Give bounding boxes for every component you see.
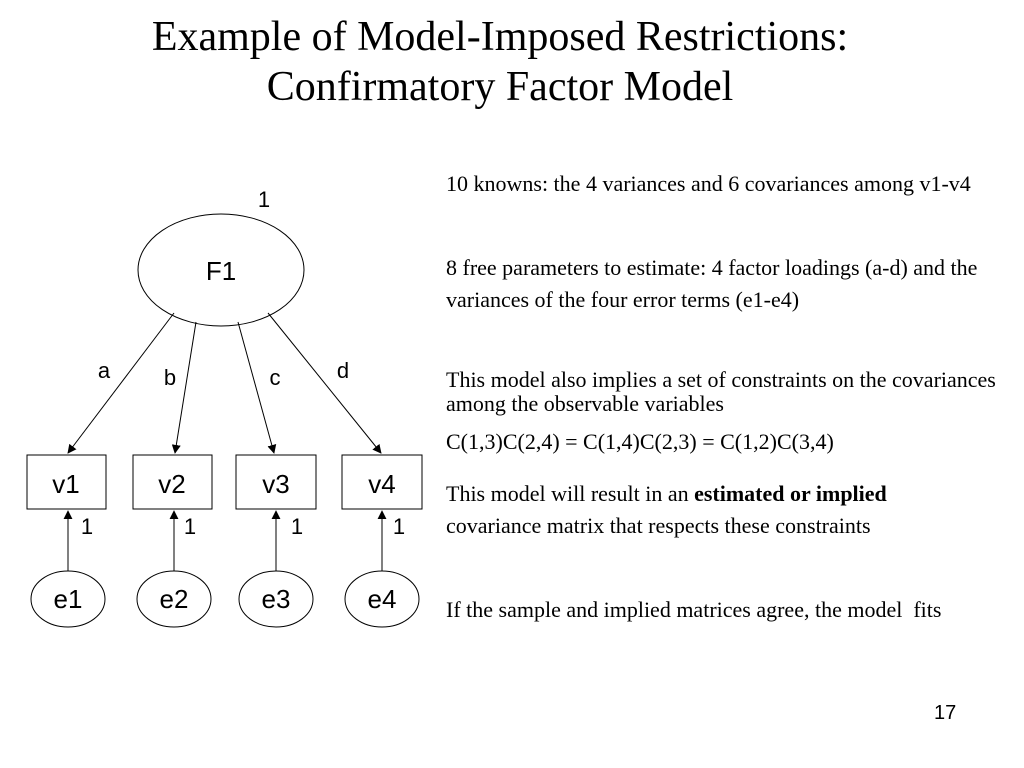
constraints-paragraph: This model also implies a set of constra…: [446, 367, 996, 416]
loading-arrow-b: [171, 321, 197, 454]
error-ellipse-e3: [238, 570, 314, 628]
free-parameters-paragraph: 8 free parameters to estimate: 4 factor …: [446, 255, 978, 312]
observed-label-v4: v4: [368, 469, 395, 499]
title-line-1: Example of Model-Imposed Restrictions:: [151, 14, 849, 60]
factor-variance-label: 1: [258, 187, 270, 212]
implied-text-after: covariance matrix that respects these co…: [446, 513, 871, 538]
error-path-label-e2: 1: [184, 514, 196, 539]
loading-arrow-d: [267, 312, 382, 454]
implied-text-bold: estimated or implied: [694, 481, 887, 506]
error-path-label-e4: 1: [393, 514, 405, 539]
loading-arrow-a: [67, 312, 175, 454]
observed-box-v4: [341, 454, 423, 510]
factor-label: F1: [206, 256, 236, 286]
implied-matrix-paragraph: This model will result in an estimated o…: [446, 478, 986, 542]
loading-label-c: c: [270, 365, 281, 390]
error-label-e2: e2: [160, 584, 189, 614]
loading-label-a: a: [98, 358, 111, 383]
error-ellipse-e4: [344, 570, 420, 628]
model-fit-paragraph: If the sample and implied matrices agree…: [446, 597, 942, 622]
loading-arrow-c: [237, 321, 277, 454]
cfa-path-diagram: 1 F1 a b c d v1 v2 v3 v4 1 1 1 1 e1 e2 e…: [26, 187, 423, 628]
knowns-paragraph: 10 knowns: the 4 variances and 6 covaria…: [446, 171, 971, 196]
page-number: 17: [934, 702, 957, 724]
error-path-label-e1: 1: [81, 514, 93, 539]
observed-label-v1: v1: [52, 469, 79, 499]
observed-label-v2: v2: [158, 469, 185, 499]
implied-text-before: This model will result in an: [446, 481, 695, 506]
error-ellipse-e1: [30, 570, 106, 628]
error-label-e1: e1: [54, 584, 83, 614]
observed-box-v3: [235, 454, 317, 510]
error-ellipse-e2: [136, 570, 212, 628]
loading-label-b: b: [164, 365, 176, 390]
observed-box-v2: [132, 454, 213, 510]
loading-label-d: d: [337, 358, 349, 383]
error-label-e3: e3: [262, 584, 291, 614]
constraint-equation: C(1,3)C(2,4) = C(1,4)C(2,3) = C(1,2)C(3,…: [446, 429, 834, 454]
error-label-e4: e4: [368, 584, 397, 614]
observed-box-v1: [26, 454, 107, 510]
title-line-2: Confirmatory Factor Model: [266, 64, 734, 110]
factor-ellipse: [137, 213, 305, 327]
observed-label-v3: v3: [262, 469, 289, 499]
slide-title: Example of Model-Imposed Restrictions: C…: [0, 12, 1000, 112]
error-path-label-e3: 1: [291, 514, 303, 539]
